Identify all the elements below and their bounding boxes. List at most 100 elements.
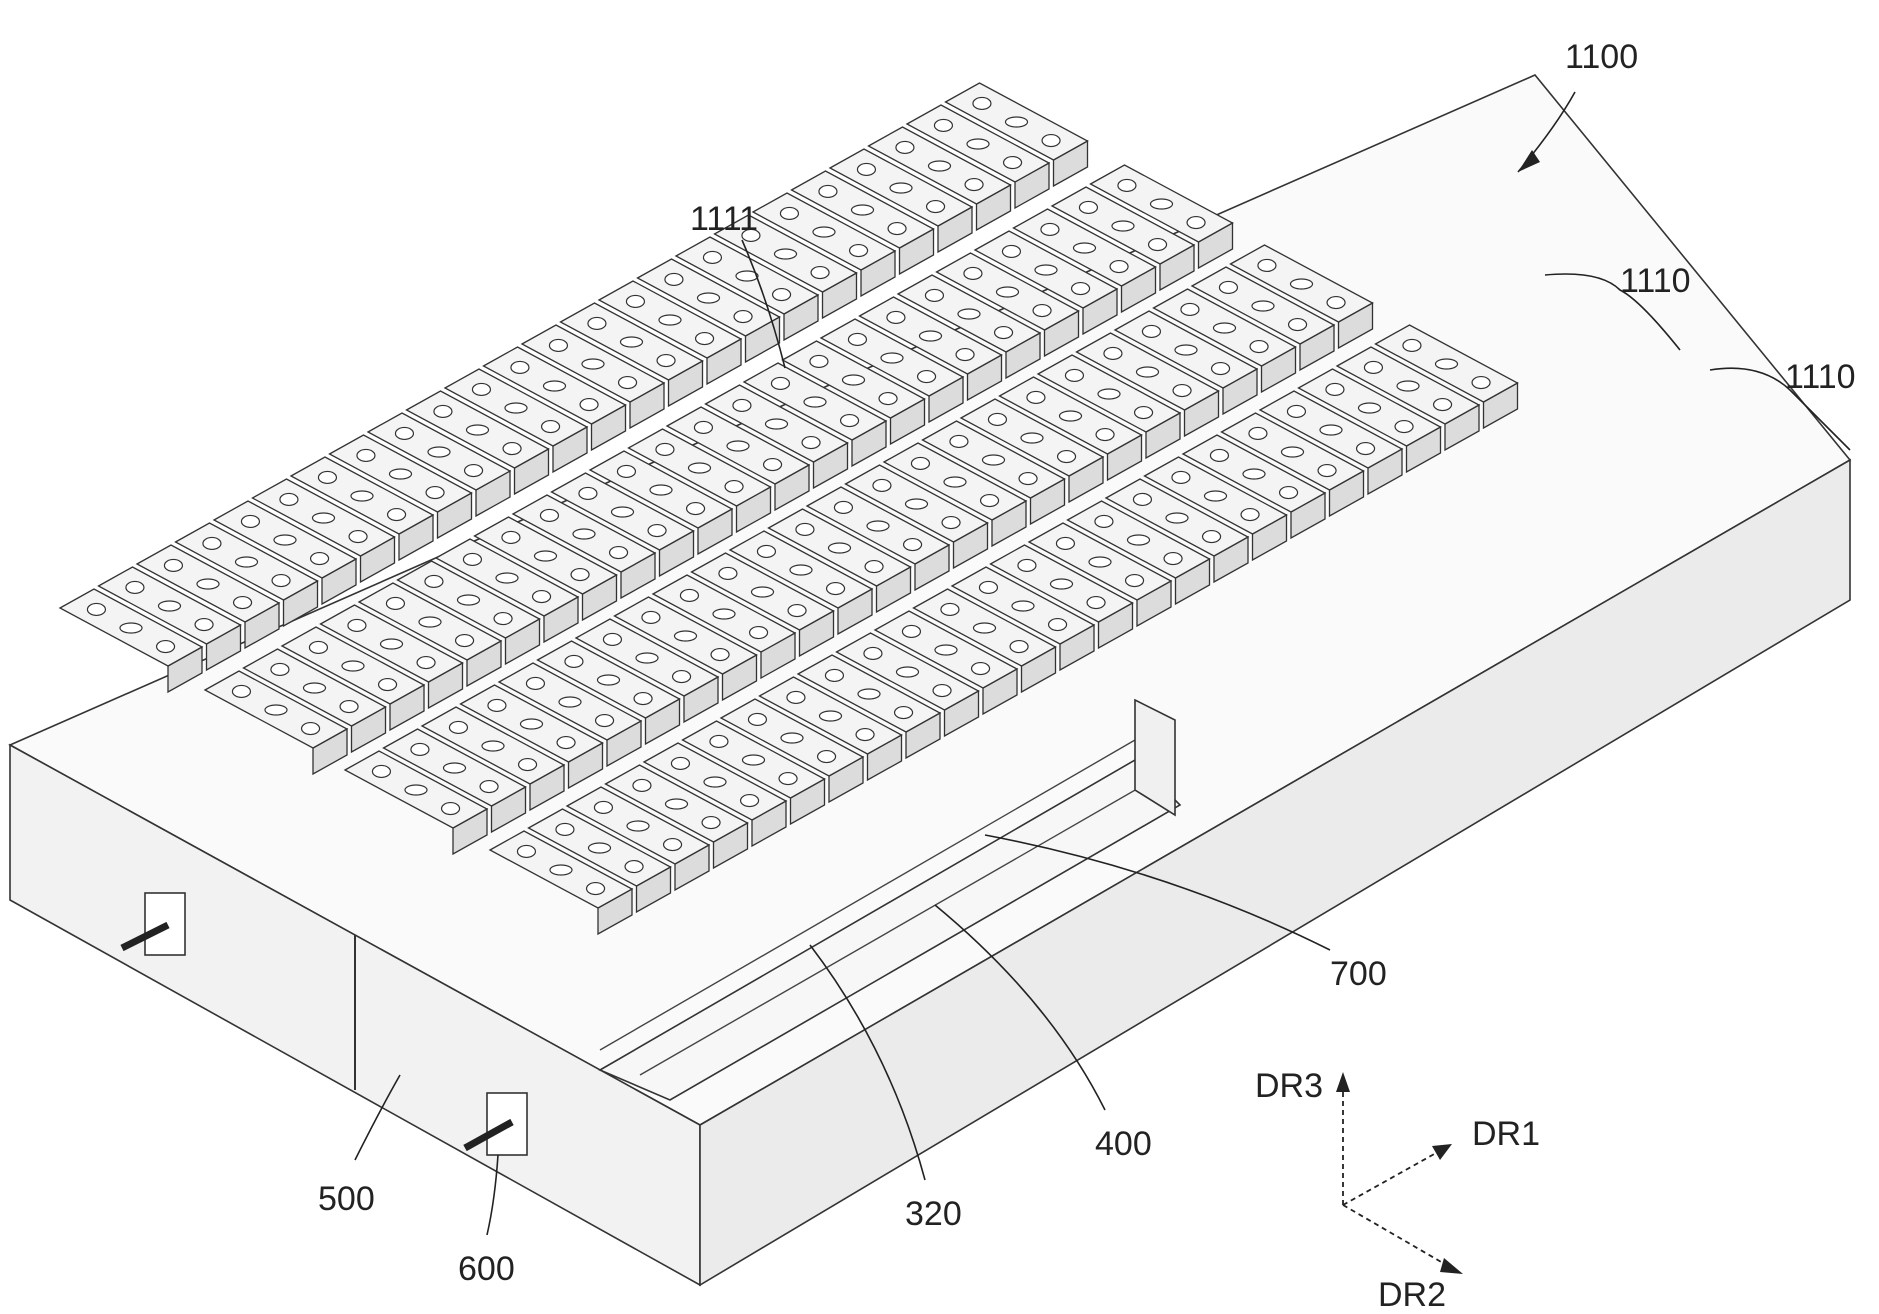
- cell-vent-icon: [897, 667, 919, 677]
- cell-terminal-icon: [1187, 217, 1205, 229]
- cell-terminal-icon: [1357, 443, 1375, 455]
- cell-terminal-icon: [1004, 157, 1022, 169]
- cell-vent-icon: [120, 623, 142, 633]
- cell-vent-icon: [573, 529, 595, 539]
- cell-terminal-icon: [1318, 465, 1336, 477]
- cell-terminal-icon: [463, 553, 481, 565]
- cell-terminal-icon: [1058, 451, 1076, 463]
- cell-vent-icon: [1243, 469, 1265, 479]
- cell-terminal-icon: [1095, 515, 1113, 527]
- cell-terminal-icon: [941, 603, 959, 615]
- cell-terminal-icon: [895, 707, 913, 719]
- cell-terminal-icon: [1364, 361, 1382, 373]
- cell-vent-icon: [890, 183, 912, 193]
- cell-vent-icon: [752, 587, 774, 597]
- cell-terminal-icon: [456, 635, 474, 647]
- cell-terminal-icon: [827, 583, 845, 595]
- cell-terminal-icon: [771, 377, 789, 389]
- cell-vent-icon: [790, 565, 812, 575]
- cell-vent-icon: [1021, 433, 1043, 443]
- cell-vent-icon: [659, 315, 681, 325]
- cell-terminal-icon: [696, 333, 714, 345]
- cell-terminal-icon: [357, 449, 375, 461]
- cell-terminal-icon: [617, 465, 635, 477]
- cell-terminal-icon: [896, 141, 914, 153]
- axis-dr2-arrow: [1440, 1258, 1463, 1274]
- cell-terminal-icon: [1126, 575, 1144, 587]
- cell-vent-icon: [997, 287, 1019, 297]
- cell-terminal-icon: [395, 427, 413, 439]
- cell-terminal-icon: [348, 619, 366, 631]
- cell-terminal-icon: [802, 437, 820, 449]
- cell-terminal-icon: [1087, 597, 1105, 609]
- cell-terminal-icon: [619, 377, 637, 389]
- cell-vent-icon: [781, 733, 803, 743]
- cell-terminal-icon: [1056, 537, 1074, 549]
- cell-terminal-icon: [711, 649, 729, 661]
- cell-terminal-icon: [519, 759, 537, 771]
- cell-terminal-icon: [164, 559, 182, 571]
- cell-terminal-icon: [1042, 135, 1060, 147]
- cell-terminal-icon: [1280, 487, 1298, 499]
- cell-terminal-icon: [549, 339, 567, 351]
- cell-terminal-icon: [502, 531, 520, 543]
- cell-vent-icon: [505, 403, 527, 413]
- cell-vent-icon: [1137, 367, 1159, 377]
- cell-vent-icon: [1151, 199, 1173, 209]
- cell-terminal-icon: [988, 413, 1006, 425]
- cell-terminal-icon: [633, 779, 651, 791]
- cell-terminal-icon: [1250, 341, 1268, 353]
- cell-vent-icon: [1436, 359, 1458, 369]
- cell-terminal-icon: [488, 699, 506, 711]
- cell-terminal-icon: [556, 823, 574, 835]
- cell-terminal-icon: [610, 547, 628, 559]
- cell-terminal-icon: [780, 207, 798, 219]
- cell-terminal-icon: [888, 223, 906, 235]
- cell-vent-icon: [881, 353, 903, 363]
- cell-vent-icon: [1282, 447, 1304, 457]
- cell-vent-icon: [274, 535, 296, 545]
- cell-terminal-icon: [411, 743, 429, 755]
- cell-terminal-icon: [1434, 399, 1452, 411]
- cell-terminal-icon: [981, 495, 999, 507]
- axis-dr1-arrow: [1432, 1144, 1452, 1160]
- cell-terminal-icon: [773, 289, 791, 301]
- cell-terminal-icon: [1018, 559, 1036, 571]
- cell-vent-icon: [521, 719, 543, 729]
- cell-terminal-icon: [703, 251, 721, 263]
- cell-terminal-icon: [203, 537, 221, 549]
- cell-terminal-icon: [665, 273, 683, 285]
- cell-terminal-icon: [680, 589, 698, 601]
- cell-terminal-icon: [579, 487, 597, 499]
- cell-vent-icon: [1214, 323, 1236, 333]
- cell-terminal-icon: [571, 569, 589, 581]
- cell-terminal-icon: [748, 713, 766, 725]
- cell-vent-icon: [650, 485, 672, 495]
- cell-vent-icon: [935, 645, 957, 655]
- cell-vent-icon: [496, 573, 518, 583]
- cell-terminal-icon: [1019, 473, 1037, 485]
- cell-vent-icon: [698, 293, 720, 303]
- cell-terminal-icon: [126, 581, 144, 593]
- cell-terminal-icon: [511, 361, 529, 373]
- cell-terminal-icon: [648, 525, 666, 537]
- cell-terminal-icon: [796, 523, 814, 535]
- cell-vent-icon: [1175, 345, 1197, 355]
- axis-dr1-line: [1343, 1148, 1445, 1205]
- cell-vent-icon: [428, 447, 450, 457]
- cell-terminal-icon: [603, 633, 621, 645]
- cell-terminal-icon: [388, 509, 406, 521]
- cell-terminal-icon: [542, 421, 560, 433]
- cell-vent-icon: [867, 521, 889, 531]
- cell-vent-icon: [1320, 425, 1342, 435]
- cell-terminal-icon: [465, 465, 483, 477]
- cell-terminal-icon: [1164, 553, 1182, 565]
- cell-vent-icon: [419, 617, 441, 627]
- cell-vent-icon: [621, 337, 643, 347]
- cell-terminal-icon: [764, 459, 782, 471]
- label-600: 600: [458, 1250, 515, 1288]
- cell-terminal-icon: [425, 575, 443, 587]
- cell-terminal-icon: [157, 641, 175, 653]
- cell-terminal-icon: [965, 179, 983, 191]
